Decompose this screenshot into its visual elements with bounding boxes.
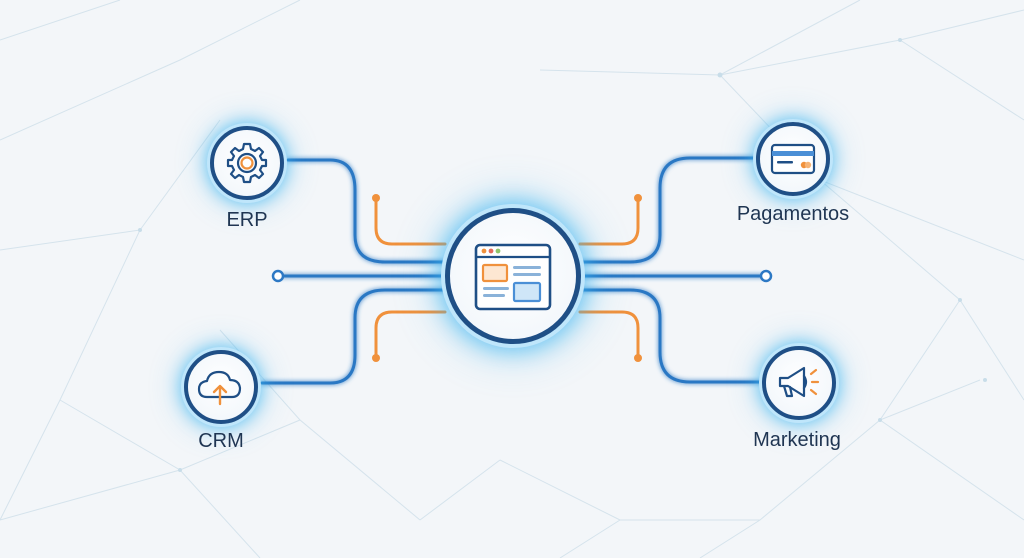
- gear-icon: [226, 142, 268, 184]
- orange-dot: [634, 354, 642, 362]
- orange-dot: [634, 194, 642, 202]
- erp-connection-line: [286, 158, 447, 264]
- orange-line-top-left: [374, 198, 447, 246]
- orange-line-top-right: [578, 198, 640, 246]
- orange-line-bottom-left: [374, 310, 447, 358]
- payments-node[interactable]: [756, 122, 830, 196]
- browser-window-icon: [474, 243, 552, 311]
- endpoint-dot: [271, 269, 285, 283]
- marketing-node[interactable]: [762, 346, 836, 420]
- endpoint-dot: [759, 269, 773, 283]
- hub-node[interactable]: [445, 208, 581, 344]
- payments-label: Pagamentos: [736, 203, 850, 225]
- cloud-upload-icon: [197, 370, 242, 406]
- erp-label: ERP: [226, 209, 268, 231]
- crm-label: CRM: [198, 430, 244, 452]
- marketing-label: Marketing: [753, 429, 841, 451]
- marketing-connection-line: [578, 288, 764, 384]
- megaphone-icon: [778, 366, 820, 398]
- erp-node[interactable]: [210, 126, 284, 200]
- orange-dot: [372, 194, 380, 202]
- payments-connection-line: [578, 156, 760, 264]
- crm-node[interactable]: [184, 350, 258, 424]
- orange-dot: [372, 354, 380, 362]
- credit-card-icon: [770, 143, 816, 175]
- crm-connection-line: [260, 288, 447, 385]
- orange-line-bottom-right: [578, 310, 640, 358]
